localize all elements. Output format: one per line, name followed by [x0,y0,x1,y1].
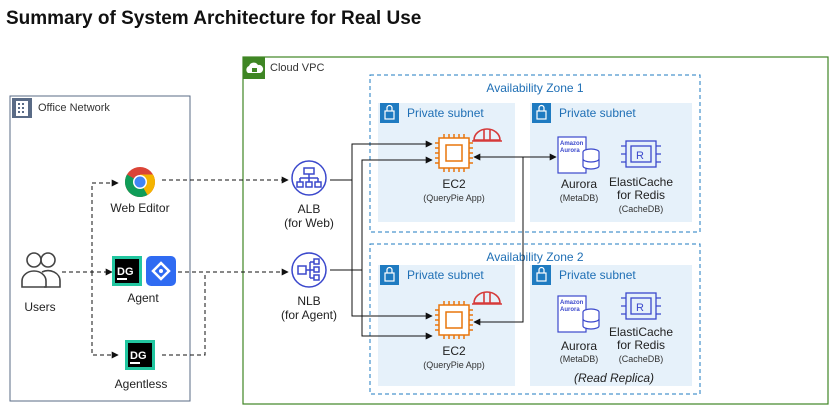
aurora-az2-sub-label: (MetaDB) [560,354,599,364]
lock-icon [532,103,551,123]
nlb-sub-label: (for Agent) [281,308,337,322]
svg-text:Amazon: Amazon [560,141,584,147]
aurora-icon: Amazon Aurora [557,136,600,174]
users-label: Users [24,300,55,314]
availability-zone-1-box [369,74,701,233]
web-editor-label: Web Editor [110,201,169,215]
datagrip-icon: DG [125,340,155,370]
ec2-az2-label: EC2 [442,344,466,358]
availability-zone-1-label: Availability Zone 1 [486,81,583,95]
lock-icon [532,265,551,285]
svg-text:Private subnet: Private subnet [559,106,636,120]
svg-text:DG: DG [117,266,134,278]
availability-zone-2-label: Availability Zone 2 [486,250,583,264]
lock-icon [380,265,399,285]
elasticache-redis-icon: R [621,292,661,320]
elasticache-az2-label: ElastiCache [609,325,673,339]
chrome-icon [124,167,156,198]
availability-zone-2-box [369,243,701,395]
ec2-chip-icon [435,301,473,339]
elasticache-az1-sub-label: (CacheDB) [619,204,664,214]
svg-text:Private subnet: Private subnet [559,268,636,282]
private-subnet-app-az1: Private subnet [378,103,515,222]
agentless-label: Agentless [115,377,168,391]
svg-text:Private subnet: Private subnet [407,106,484,120]
querypie-icon [146,256,176,286]
ec2-az1-label: EC2 [442,177,466,191]
aurora-az2-label: Aurora [561,339,597,353]
aurora-az1-sub-label: (MetaDB) [560,193,599,203]
svg-text:Private subnet: Private subnet [407,268,484,282]
cloud-vpc-label: Cloud VPC [270,62,324,74]
aurora-icon: Amazon Aurora [557,295,600,333]
private-subnet-db-az2: Private subnet [530,265,692,386]
svg-text:R: R [636,302,644,314]
helmet-icon [472,291,502,305]
elasticache-az2-label-2: for Redis [617,338,665,352]
elasticache-az1-label: ElastiCache [609,175,673,189]
svg-text:Aurora: Aurora [560,148,580,154]
page-title: Summary of System Architecture for Real … [6,8,421,29]
ec2-az2-sub-label: (QueryPie App) [423,360,485,370]
alb-sub-label: (for Web) [284,216,334,230]
nlb-label: NLB [297,294,320,308]
svg-text:R: R [636,150,644,162]
nlb-icon [291,252,327,288]
elasticache-az2-sub-label: (CacheDB) [619,354,664,364]
office-network-label: Office Network [38,102,110,114]
elasticache-az1-label-2: for Redis [617,188,665,202]
alb-label: ALB [298,202,321,216]
office-network-group: Office Network [9,95,191,402]
ec2-chip-icon [435,134,473,172]
svg-text:Aurora: Aurora [560,307,580,313]
lock-icon [380,103,399,123]
private-subnet-db-az1: Private subnet [530,103,692,222]
ec2-az1-sub-label: (QueryPie App) [423,193,485,203]
svg-text:Amazon: Amazon [560,300,584,306]
users-icon [21,252,61,288]
read-replica-note: (Read Replica) [574,371,654,385]
svg-text:DG: DG [130,350,147,362]
building-icon [12,98,32,118]
elasticache-redis-icon: R [621,140,661,168]
datagrip-icon: DG [112,256,142,286]
helmet-icon [472,128,502,142]
connection-lines [62,140,557,359]
cloud-vpc-group: Cloud VPC [242,56,829,405]
agent-label: Agent [127,291,159,305]
cloud-lock-icon [243,57,265,79]
aurora-az1-label: Aurora [561,177,597,191]
alb-icon [291,160,327,196]
